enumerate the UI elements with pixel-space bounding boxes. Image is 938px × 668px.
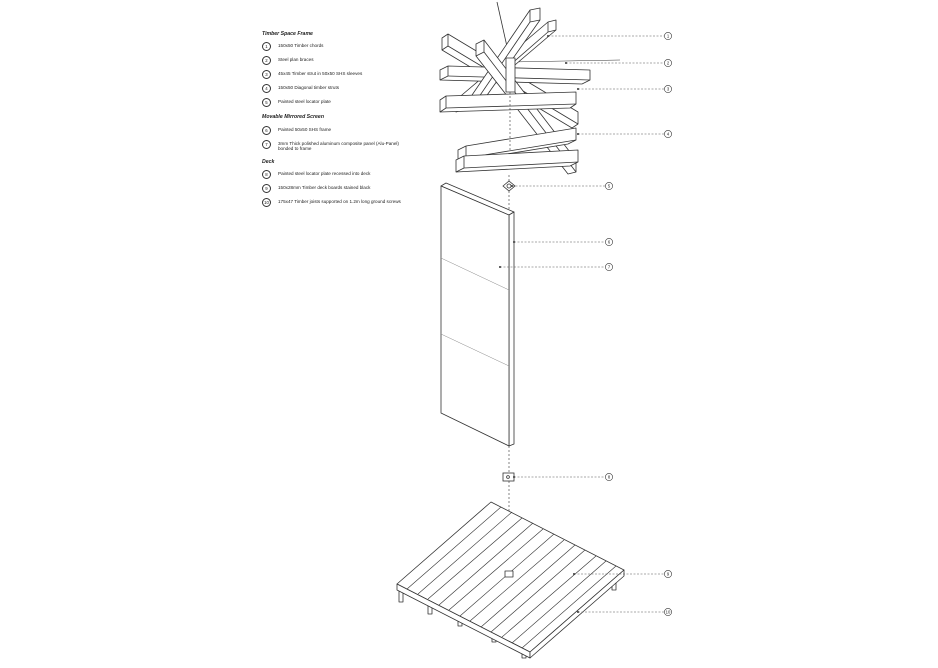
- callout-dot: [513, 476, 515, 478]
- callout-label: 7: [608, 265, 611, 270]
- callout-bubble: [664, 570, 672, 578]
- callout-dot: [573, 573, 575, 575]
- central-strut-node: [505, 57, 516, 93]
- callouts: 1 2 3 4 5 6 7 8 9 10: [499, 32, 672, 616]
- legend-item-text: Painted steel locator plate: [278, 99, 331, 105]
- legend-item-number: 5: [262, 98, 271, 108]
- callout-label: 10: [666, 610, 671, 615]
- legend-item: 5 Painted steel locator plate: [262, 98, 412, 108]
- movable-mirrored-screen: [440, 182, 515, 472]
- legend-section: Deck 8 Painted steel locator plate recesse…: [262, 158, 412, 208]
- callout-dot: [513, 241, 515, 243]
- legend-item: 4 150x50 Diagonal timber struts: [262, 84, 412, 94]
- callout-dot: [499, 266, 501, 268]
- legend-item: 8 Painted steel locator plate recessed in…: [262, 170, 412, 180]
- callout-bubble: [664, 32, 672, 40]
- legend-item-number: 3: [262, 70, 271, 80]
- legend-item-number: 2: [262, 56, 271, 66]
- callout-dot: [577, 611, 579, 613]
- legend-item-text: Painted 50x50 SHS frame: [278, 126, 332, 132]
- callout-dot: [565, 62, 567, 64]
- legend-item: 1 150x50 Timber chords: [262, 42, 412, 52]
- callout-bubble: [664, 608, 672, 616]
- legend-item: 10 175x47 Timber joists supported on 1.2m…: [262, 198, 412, 208]
- legend-item-number: 1: [262, 42, 271, 52]
- callout-bubble: [605, 238, 613, 246]
- callout-dot: [547, 35, 549, 37]
- steel-brace-rod: [509, 59, 621, 63]
- legend-section: Timber Space Frame 1 150x50 Timber chords 2…: [262, 31, 412, 108]
- legend-section-title: Movable Mirrored Screen: [262, 114, 324, 121]
- deck: [396, 501, 625, 659]
- callout-bubble: [605, 263, 613, 271]
- callout-bubble: [605, 473, 613, 481]
- callout-label: 3: [667, 87, 670, 92]
- legend-item-number: 4: [262, 84, 271, 94]
- locator-plate-top: [502, 175, 516, 210]
- callout-bubble: [664, 130, 672, 138]
- callout-label: 2: [667, 61, 670, 66]
- callout-label: 8: [608, 475, 611, 480]
- legend-item-text: Painted steel locator plate recessed int…: [278, 171, 371, 177]
- legend-item-number: 7: [262, 139, 271, 149]
- legend-section-title: Timber Space Frame: [262, 31, 313, 37]
- legend-item: 9 150x28mm Timber deck boards stained bla…: [262, 184, 412, 194]
- legend-section-title: Deck: [262, 158, 275, 165]
- legend-item-number: 10: [262, 198, 271, 208]
- legend-item: 7 3mm Thick polished aluminum composite p…: [262, 139, 412, 152]
- legend-item-text: 150x28mm Timber deck boards stained blac…: [278, 185, 371, 191]
- legend-item-number: 8: [262, 170, 271, 180]
- legend-item: 2 Steel plan braces: [262, 56, 412, 66]
- deck-boards: [406, 506, 617, 649]
- callout-label: 5: [608, 184, 611, 189]
- legend-item: 6 Painted 50x50 SHS frame: [262, 125, 412, 135]
- legend-item-text: 175x47 Timber joists supported on 1.2m l…: [278, 199, 401, 205]
- legend-item-number: 9: [262, 184, 271, 194]
- callout-label: 9: [667, 572, 670, 577]
- callout-label: 4: [667, 132, 670, 137]
- callout-bubble: [664, 85, 672, 93]
- legend-item-text: 3mm Thick polished aluminum composite pa…: [278, 140, 399, 152]
- timber-space-frame: [439, 1, 621, 175]
- legend-item-number: 6: [262, 125, 271, 135]
- callout-bubble: [605, 182, 613, 190]
- callout-dot: [511, 185, 513, 187]
- callout-dot: [577, 133, 579, 135]
- legend: Timber Space Frame 1 150x50 Timber chords 2…: [262, 31, 412, 215]
- legend-item: 3 45x45 Timber strut in 50x50 SHS sleeves: [262, 70, 412, 80]
- callout-dot: [577, 88, 579, 90]
- legend-section: Movable Mirrored Screen 6 Painted 50x50 SH…: [262, 114, 412, 152]
- legend-item-text: 150x50 Timber chords: [278, 43, 324, 49]
- callout-label: 1: [667, 34, 670, 39]
- legend-item-text: 45x45 Timber strut in 50x50 SHS sleeves: [278, 71, 363, 77]
- callout-bubble: [664, 59, 672, 67]
- callout-label: 6: [608, 240, 611, 245]
- legend-item-text: Steel plan braces: [278, 57, 314, 63]
- legend-item-text: 150x50 Diagonal timber struts: [278, 85, 340, 91]
